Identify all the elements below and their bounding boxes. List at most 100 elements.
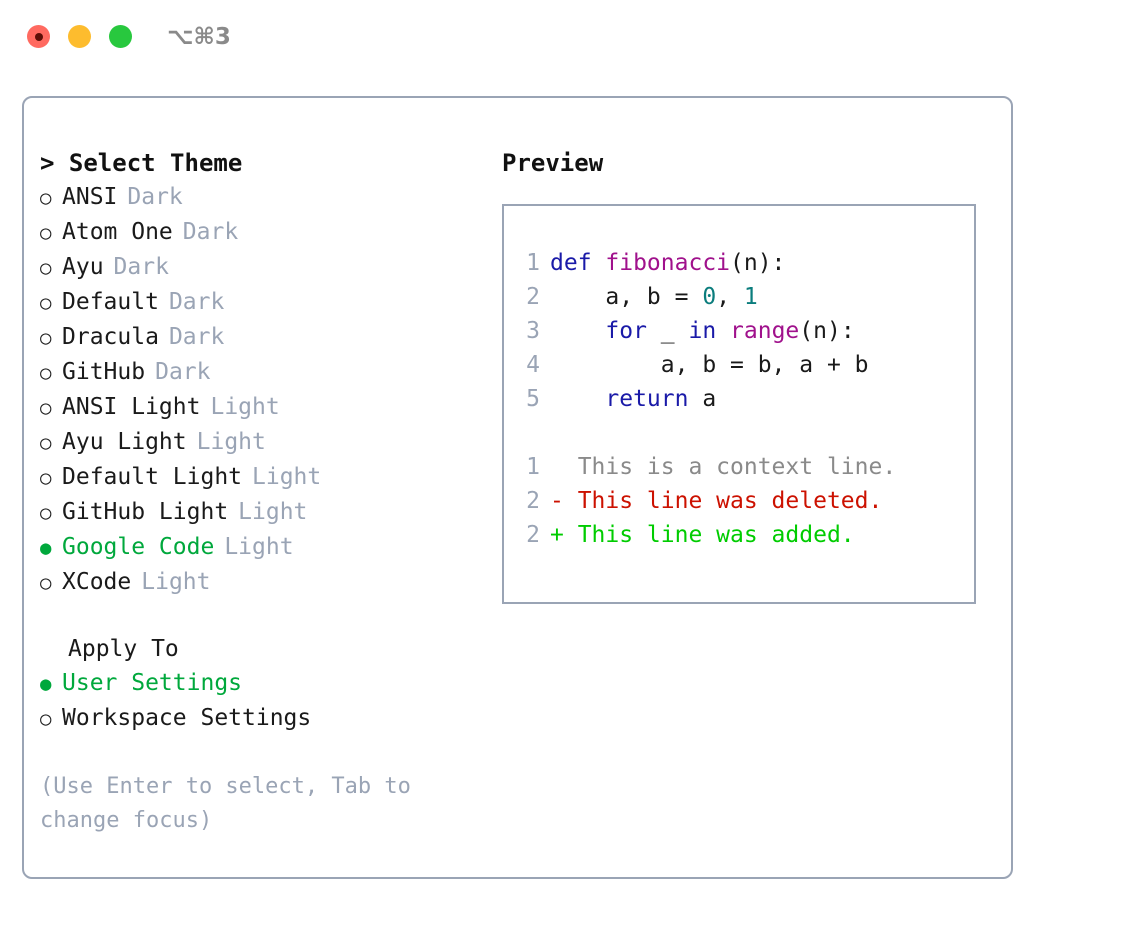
theme-option-label: Ayu (62, 254, 104, 280)
theme-variant-tag: Dark (168, 289, 225, 315)
apply-to-option-label: Workspace Settings (62, 705, 312, 731)
code-token-fn: range (730, 318, 800, 344)
radio-unselected-icon: ○ (40, 572, 52, 594)
code-line: 5 return a (504, 382, 974, 416)
title-bar: ⌥⌘3 (0, 0, 1140, 78)
code-token-pl (550, 318, 605, 344)
theme-variant-tag: Dark (182, 219, 239, 245)
diff-sample: 1 This is a context line.2- This line wa… (504, 450, 974, 552)
theme-variant-tag: Light (141, 569, 211, 595)
diff-line-number: 1 (526, 454, 540, 480)
radio-unselected-icon: ○ (40, 502, 52, 524)
theme-variant-tag: Dark (168, 324, 225, 350)
diff-line-ctx: 1 This is a context line. (504, 450, 974, 484)
apply-to-option-list: ● User Settings ○ Workspace Settings (40, 666, 480, 736)
theme-option-label: Google Code (62, 534, 215, 560)
radio-unselected-icon: ○ (40, 467, 52, 489)
code-token-pl: (n): (799, 318, 855, 344)
theme-option-label: Ayu Light (62, 429, 187, 455)
theme-option-label: ANSI (62, 184, 118, 210)
code-token-pl (716, 318, 730, 344)
diff-line-del: 2- This line was deleted. (504, 484, 974, 518)
theme-option-default-light[interactable]: ○ Default Light Light (40, 460, 480, 495)
diff-line-text: + This line was added. (550, 522, 855, 548)
theme-variant-tag: Light (210, 394, 280, 420)
code-line-text: def fibonacci(n): (550, 246, 785, 280)
code-line: 4 a, b = b, a + b (504, 348, 974, 382)
preview-title: Preview (502, 149, 604, 177)
apply-to-option-user-settings[interactable]: ● User Settings (40, 666, 480, 701)
radio-unselected-icon: ○ (40, 327, 52, 349)
code-token-num: 1 (743, 284, 758, 310)
theme-variant-tag: Light (196, 429, 266, 455)
window-controls (27, 25, 132, 48)
code-token-pl: a (688, 386, 717, 412)
theme-option-google-code[interactable]: ● Google Code Light (40, 530, 480, 565)
theme-option-label: Default Light (62, 464, 243, 490)
theme-option-label: GitHub Light (62, 499, 229, 525)
apply-to-option-label: User Settings (62, 670, 243, 696)
code-line-number: 2 (526, 284, 540, 310)
code-token-pl (550, 386, 605, 412)
code-line-text: return a (550, 382, 716, 416)
theme-option-ayu[interactable]: ○ Ayu Dark (40, 250, 480, 285)
apply-to-option-workspace-settings[interactable]: ○ Workspace Settings (40, 701, 480, 736)
keyboard-hint-text: (Use Enter to select, Tab to change focu… (40, 774, 425, 833)
diff-line-number: 2 (526, 522, 540, 548)
code-spacer (504, 416, 974, 450)
code-line-number: 1 (526, 250, 540, 276)
code-line-number: 4 (526, 352, 540, 378)
code-token-pl: a, b = (550, 284, 703, 310)
radio-selected-icon: ● (40, 673, 52, 695)
theme-option-ayu-light[interactable]: ○ Ayu Light Light (40, 425, 480, 460)
code-line: 2 a, b = 0, 1 (504, 280, 974, 314)
close-button-icon[interactable] (27, 25, 50, 48)
code-line-text: for _ in range(n): (550, 314, 855, 348)
code-line-text: a, b = b, a + b (550, 348, 869, 382)
minimize-button-icon[interactable] (68, 25, 91, 48)
radio-unselected-icon: ○ (40, 708, 52, 730)
theme-variant-tag: Light (224, 534, 294, 560)
theme-variant-tag: Dark (155, 359, 211, 385)
code-token-pl: a, b = b, a + b (550, 352, 869, 378)
code-token-pl: _ (646, 318, 689, 344)
code-line-text: a, b = 0, 1 (550, 280, 758, 314)
radio-unselected-icon: ○ (40, 257, 52, 279)
radio-unselected-icon: ○ (40, 432, 52, 454)
theme-variant-tag: Dark (113, 254, 169, 280)
code-token-kw: in (688, 318, 717, 344)
code-token-num: 0 (702, 284, 717, 310)
code-line-number: 3 (526, 318, 540, 344)
theme-option-xcode[interactable]: ○ XCode Light (40, 565, 480, 600)
code-line: 3 for _ in range(n): (504, 314, 974, 348)
code-token-pl: (n): (730, 250, 786, 276)
theme-option-label: Atom One (62, 219, 173, 245)
keyboard-shortcut-label: ⌥⌘3 (167, 24, 231, 50)
code-line: 1 def fibonacci(n): (504, 246, 974, 280)
radio-selected-icon: ● (40, 537, 52, 559)
theme-variant-tag: Light (252, 464, 322, 490)
theme-option-github-light[interactable]: ○ GitHub Light Light (40, 495, 480, 530)
radio-unselected-icon: ○ (40, 292, 52, 314)
radio-unselected-icon: ○ (40, 187, 52, 209)
theme-option-label: XCode (62, 569, 132, 595)
maximize-button-icon[interactable] (109, 25, 132, 48)
code-token-pl: , (716, 284, 744, 310)
code-token-fn: fibonacci (605, 250, 731, 276)
diff-line-text: - This line was deleted. (550, 488, 883, 514)
theme-option-github[interactable]: ○ GitHub Dark (40, 355, 480, 390)
theme-option-label: GitHub (62, 359, 146, 385)
theme-variant-tag: Light (238, 499, 308, 525)
radio-unselected-icon: ○ (40, 362, 52, 384)
